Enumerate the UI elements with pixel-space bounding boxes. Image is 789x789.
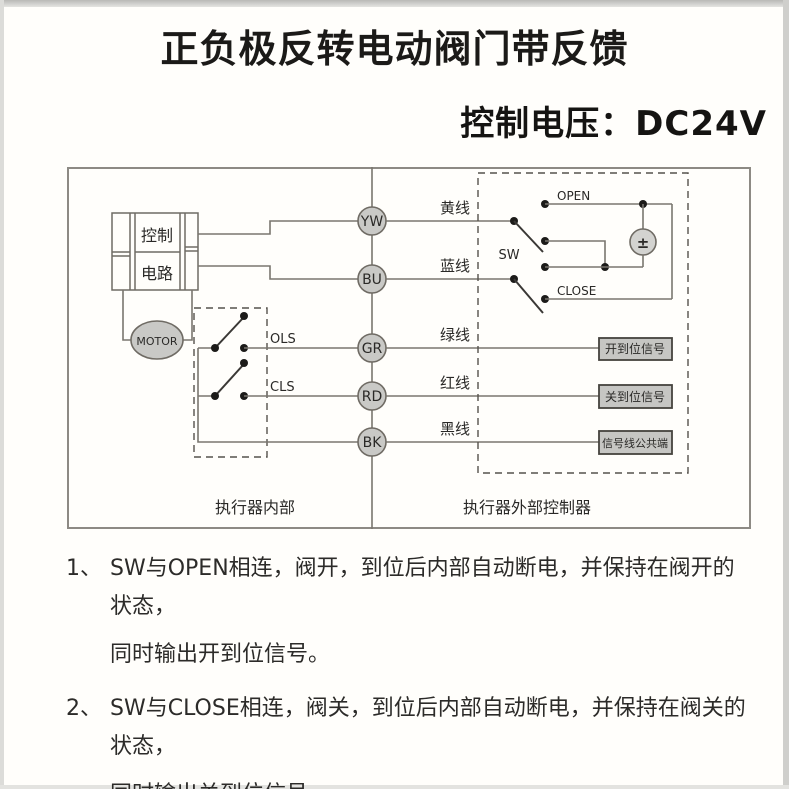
common-signal-box <box>598 430 673 455</box>
note-2-line-1: 2、 SW与CLOSE相连，阀关，到位后内部自动断电，并保持在阀关的状态， <box>66 690 746 766</box>
contact-dot <box>240 359 248 367</box>
sw-blade-open <box>513 220 544 253</box>
photo-edge-left <box>0 0 4 789</box>
control-voltage-label: 控制电压：DC24V <box>460 104 767 144</box>
motor-label: MOTOR <box>136 335 178 348</box>
wiring-diagram: 控制 电路 MOTOR OLS <box>111 167 689 529</box>
terminal-yw-code: YW <box>360 214 384 230</box>
wire-control-to-yw <box>198 220 358 235</box>
motor-symbol <box>130 320 184 360</box>
close-label: CLOSE <box>557 284 596 298</box>
signal-boxes: 开到位信号 关到位信号 信号线公共端 <box>598 337 673 455</box>
contact-dot <box>211 344 219 352</box>
wire-common-to-bk <box>197 348 358 443</box>
wiring-diagram-frame: 控制 电路 MOTOR OLS <box>67 167 751 529</box>
sw-label: SW <box>498 248 519 263</box>
terminal-gr-code: GR <box>362 341 383 357</box>
contact-dot <box>211 392 219 400</box>
common-signal-label: 信号线公共端 <box>602 436 668 450</box>
limit-switch-close <box>198 359 358 400</box>
open-signal-label: 开到位信号 <box>605 341 665 356</box>
photo-edge-right <box>783 0 789 789</box>
cls-label: CLS <box>270 380 295 395</box>
open-signal-box <box>598 337 673 361</box>
terminal-rd-code: RD <box>362 389 383 405</box>
section-label-external: 执行器外部控制器 <box>463 498 591 517</box>
note-1-text: SW与OPEN相连，阀开，到位后内部自动断电，并保持在阀开的状态， <box>110 556 735 619</box>
wire-control-to-motor-left <box>122 290 131 341</box>
open-label: OPEN <box>557 189 590 203</box>
note-2-text: SW与CLOSE相连，阀关，到位后内部自动断电，并保持在阀关的状态， <box>110 696 746 759</box>
sw-blade-close <box>513 278 544 314</box>
close-signal-box <box>598 384 673 409</box>
notes: 1、 SW与OPEN相连，阀开，到位后内部自动断电，并保持在阀开的状态， 同时输… <box>66 550 746 789</box>
wire-control-to-bu <box>198 265 358 280</box>
control-circuit-box <box>111 212 199 291</box>
photo-edge-bottom <box>0 785 789 789</box>
limit-switch-open <box>198 312 358 352</box>
cls-switch-blade <box>214 363 245 397</box>
control-box-label-line2: 电路 <box>141 264 173 283</box>
external-controller-dashed-box <box>477 172 689 474</box>
contact-dot <box>240 312 248 320</box>
battery-polarity-label: ± <box>637 234 650 252</box>
note-2-line-2: 同时输出关到位信号。 <box>66 776 746 789</box>
note-1-number: 1、 <box>66 556 102 581</box>
sw-switch <box>510 200 549 314</box>
wire-yellow-label: 黄线 <box>440 199 470 217</box>
close-signal-label: 关到位信号 <box>605 389 665 404</box>
note-1-line-2: 同时输出开到位信号。 <box>110 642 331 667</box>
wire-control-to-motor-right <box>183 290 193 341</box>
wire-green-label: 绿线 <box>440 326 470 344</box>
wire-black-label: 黑线 <box>440 420 470 438</box>
ols-switch-blade <box>214 316 245 349</box>
terminal-bk-code: BK <box>363 435 383 451</box>
control-box-label-line1: 控制 <box>141 226 173 245</box>
section-label-internal: 执行器内部 <box>215 498 295 517</box>
photo-edge-top <box>0 0 789 7</box>
page-title: 正负极反转电动阀门带反馈 <box>160 27 629 71</box>
note-1-line-1: 1、 SW与OPEN相连，阀开，到位后内部自动断电，并保持在阀开的状态， <box>66 550 746 626</box>
wire-blue-label: 蓝线 <box>440 257 470 275</box>
note-2-number: 2、 <box>66 696 102 721</box>
terminal-circles: YW BU GR RD BK <box>357 206 387 457</box>
wire-red-label: 红线 <box>440 374 470 392</box>
limit-switch-dashed-box <box>193 307 268 458</box>
ols-label: OLS <box>270 332 296 347</box>
wire-middle-1 <box>545 240 606 267</box>
terminal-bu-code: BU <box>362 272 382 288</box>
